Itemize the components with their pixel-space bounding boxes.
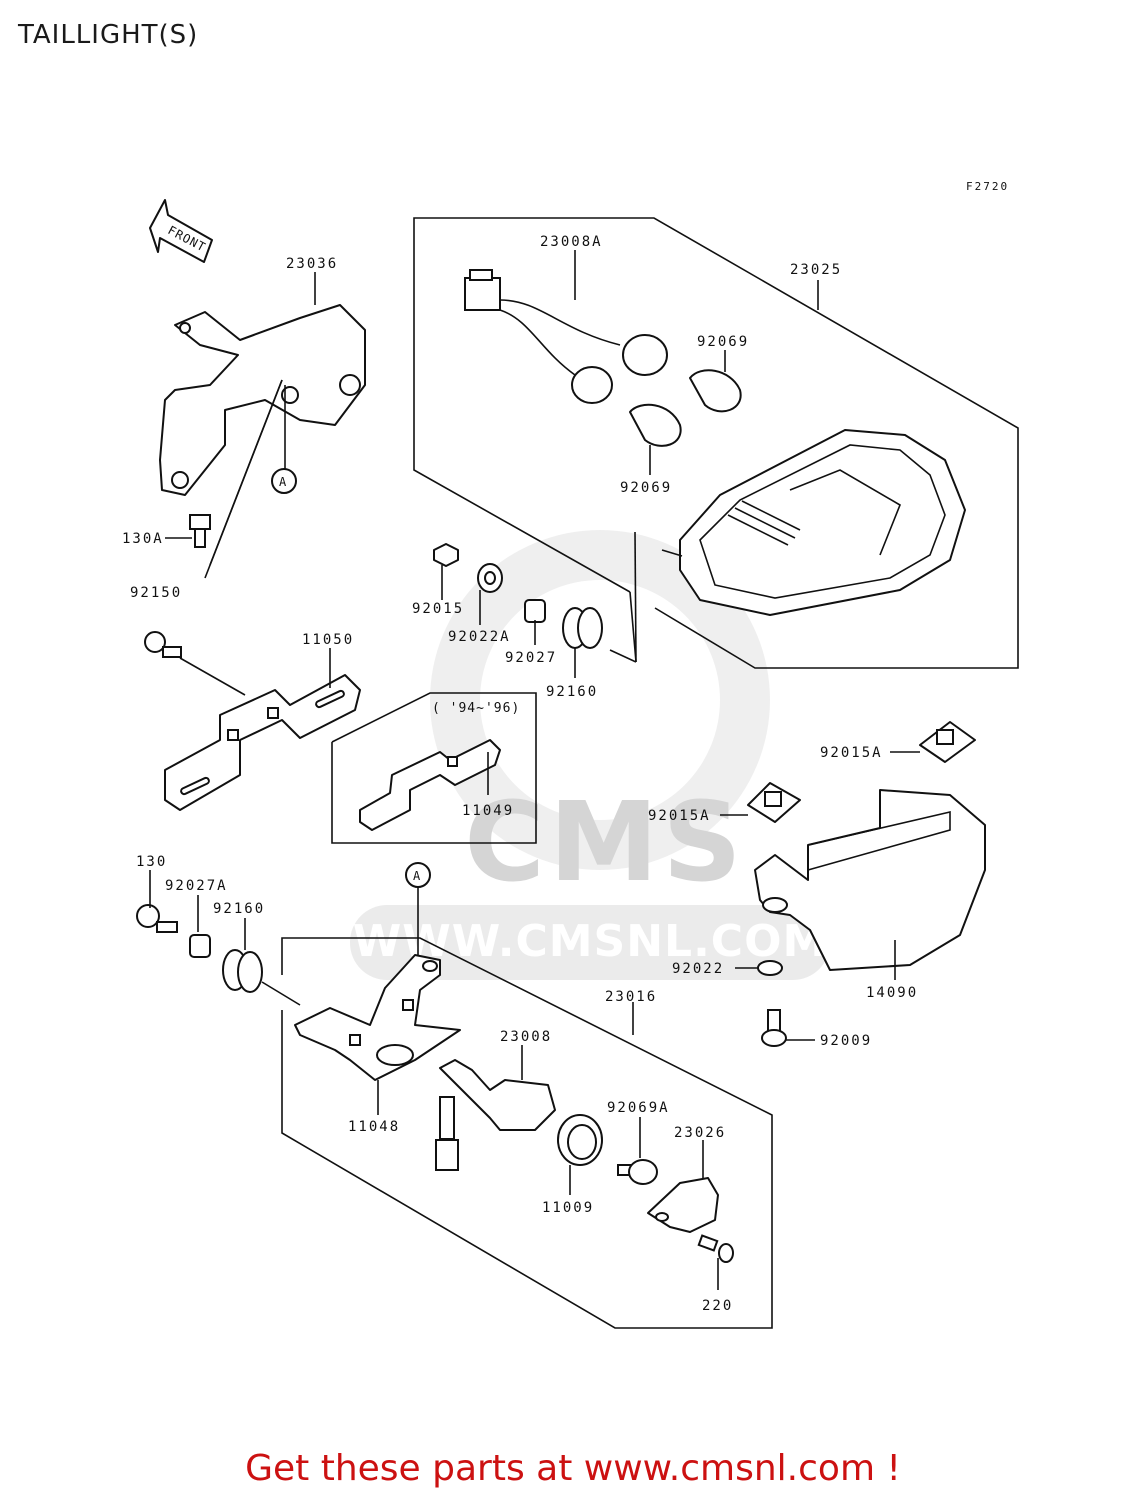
part-label-23008: 23008 [500, 1029, 552, 1045]
part-23025-taillight-lens [661, 429, 966, 616]
part-label-92015: 92015 [412, 601, 464, 617]
part-92069A-bulb [617, 1159, 658, 1185]
part-label-11049: 11049 [462, 803, 514, 819]
part-220-screw [697, 1234, 734, 1263]
group-box-94-96 [331, 692, 537, 844]
part-label-11048: 11048 [348, 1119, 400, 1135]
part-92160-grommet-a [562, 607, 603, 649]
part-92015-nut [433, 543, 459, 567]
part-label-92069A: 92069A [607, 1100, 670, 1116]
part-label-23008A: 23008A [540, 234, 603, 250]
part-92009-screw [761, 1009, 787, 1047]
part-label-92150: 92150 [130, 585, 182, 601]
part-92015A-clip-lower [747, 782, 801, 823]
watermark-logo: CMS [464, 778, 745, 906]
figure-code: F2720 [966, 180, 1009, 193]
part-label-23036: 23036 [286, 256, 338, 272]
part-label-130A: 130A [122, 531, 164, 547]
part-label-11050: 11050 [302, 632, 354, 648]
part-92022-washer [757, 960, 783, 976]
part-11049-bracket [359, 739, 501, 831]
footer-promo-text: Get these parts at www.cmsnl.com ! [245, 1448, 901, 1489]
part-label-92069-upper: 92069 [697, 334, 749, 350]
part-label-23026: 23026 [674, 1125, 726, 1141]
part-11050-bracket [164, 674, 361, 811]
part-92160-grommet-b [222, 949, 263, 993]
page-title: TAILLIGHT(S) [18, 20, 199, 50]
part-130-bolt [136, 904, 178, 933]
part-label-14090: 14090 [866, 985, 918, 1001]
part-label-92022: 92022 [672, 961, 724, 977]
part-11009-gasket [557, 1114, 603, 1166]
part-92027A-collar [189, 934, 211, 958]
assembly-outline-23016 [281, 937, 773, 1329]
part-92150-bolt [144, 631, 182, 658]
part-11048-bracket [294, 954, 461, 1081]
ref-marker-a-top-label: A [279, 475, 287, 489]
watermark: CMS WWW.CMSNL.COM [350, 530, 830, 980]
ref-marker-a-bottom-label: A [413, 869, 421, 883]
front-arrow-icon: FRONT [149, 199, 213, 263]
parts-diagram: CMS WWW.CMSNL.COM FRONT F2720 A [122, 180, 1019, 1329]
part-label-92022A: 92022A [448, 629, 511, 645]
group-label-94-96: ( '94~'96) [432, 701, 520, 716]
part-label-92015A-lower: 92015A [648, 808, 711, 824]
part-label-92027: 92027 [505, 650, 557, 666]
part-label-23016: 23016 [605, 989, 657, 1005]
part-92069-bulbs [629, 369, 742, 447]
part-92027-collar [524, 599, 546, 623]
part-92022A-washer [477, 563, 503, 593]
part-label-92009: 92009 [820, 1033, 872, 1049]
part-23008-socket [435, 1059, 556, 1171]
part-130A-bolt [189, 514, 211, 548]
part-23036-bracket [159, 304, 366, 496]
part-23008A-socket-harness [464, 269, 668, 404]
part-label-92015A-upper: 92015A [820, 745, 883, 761]
part-92015A-clip-upper [919, 721, 976, 763]
part-14090-housing [754, 789, 986, 971]
part-label-92027A: 92027A [165, 878, 228, 894]
ref-marker-a-top [271, 468, 297, 494]
part-label-92069-lower: 92069 [620, 480, 672, 496]
part-23026-license-lens [647, 1177, 719, 1233]
part-label-130: 130 [136, 854, 167, 870]
part-label-220: 220 [702, 1298, 733, 1314]
part-label-92160-upper: 92160 [546, 684, 598, 700]
assembly-outline-23025 [413, 217, 1019, 669]
part-label-23025: 23025 [790, 262, 842, 278]
part-label-92160-lower: 92160 [213, 901, 265, 917]
part-label-11009: 11009 [542, 1200, 594, 1216]
